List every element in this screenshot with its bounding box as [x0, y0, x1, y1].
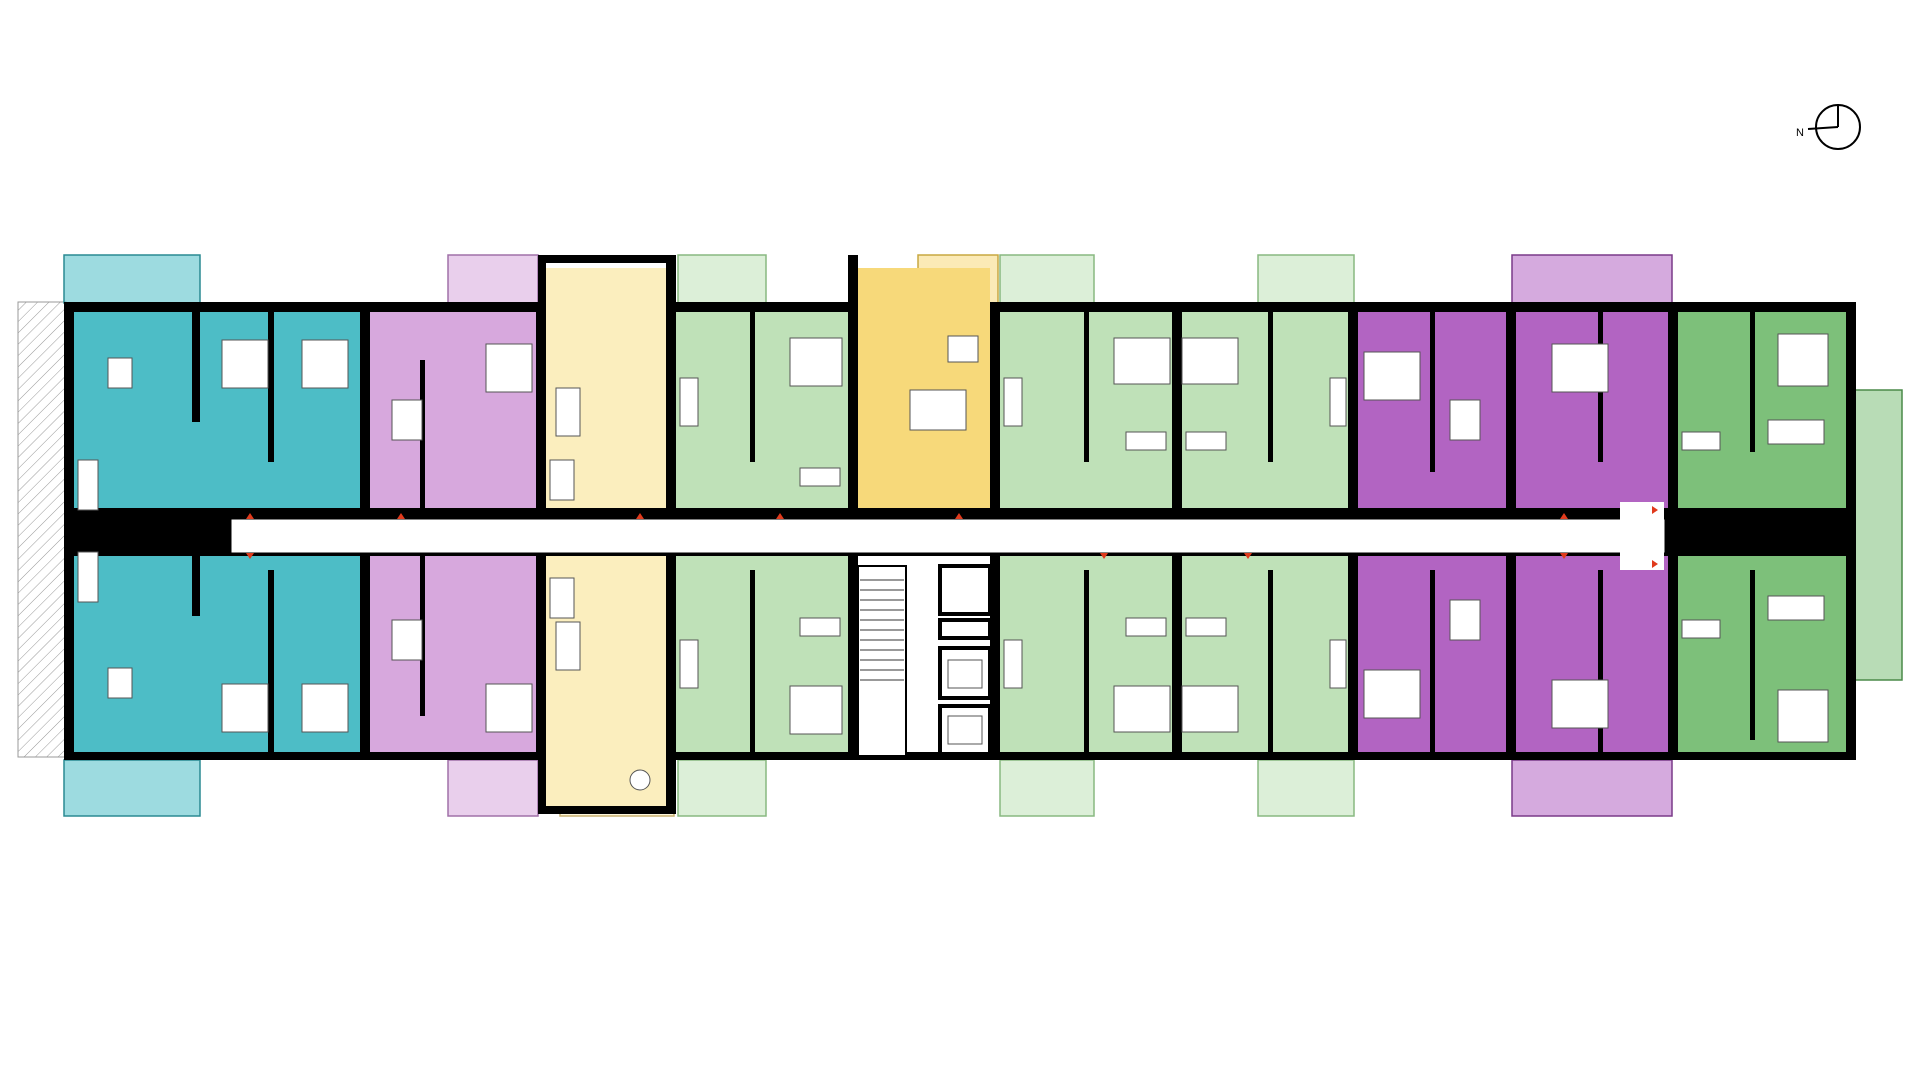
sofa: [1767, 595, 1825, 621]
sofa: [1767, 419, 1825, 445]
bed: [1363, 669, 1421, 719]
arrow-icon: [1560, 553, 1568, 559]
terrace: [63, 254, 201, 304]
arrow-icon: [1652, 560, 1658, 568]
bathtub: [799, 617, 841, 637]
sofa: [77, 459, 99, 511]
dining-table: [947, 335, 979, 363]
sofa: [77, 551, 99, 603]
sofa: [1329, 377, 1347, 427]
arrow-icon: [955, 513, 963, 519]
protruding-walls: [538, 255, 858, 814]
arrow-icon: [1652, 506, 1658, 514]
arrow-icon: [1560, 513, 1568, 519]
bed: [909, 389, 967, 431]
bed: [1777, 333, 1829, 387]
bathtub: [549, 459, 575, 501]
furniture-top: [77, 333, 1829, 511]
corridor-end: [1620, 502, 1664, 570]
stairs: [391, 399, 423, 441]
terrace: [1511, 759, 1673, 817]
bed: [1181, 337, 1239, 385]
terrace: [677, 759, 767, 817]
arrow-icon: [1244, 553, 1252, 559]
sofa: [555, 387, 581, 437]
stairs: [1449, 399, 1481, 441]
terrace: [677, 254, 767, 304]
arrow-icon: [776, 513, 784, 519]
corridor: [228, 516, 1668, 556]
sofa: [679, 639, 699, 689]
bathtub: [1185, 431, 1227, 451]
corridor-arrows: [246, 506, 1658, 568]
bed: [789, 337, 843, 387]
bed: [1113, 337, 1171, 385]
terraces-bottom: [63, 759, 1673, 817]
arrow-icon: [246, 553, 254, 559]
unit-purple: [1516, 312, 1668, 508]
arrow-icon: [1100, 553, 1108, 559]
terrace: [1511, 254, 1673, 304]
sofa: [555, 621, 581, 671]
bed: [1777, 689, 1829, 743]
sofa: [679, 377, 699, 427]
bathtub: [1125, 431, 1167, 451]
terrace: [447, 254, 539, 304]
terrace: [999, 254, 1095, 304]
stair-core-details: [857, 564, 992, 757]
terrace: [447, 759, 539, 817]
toilet: [629, 769, 651, 791]
sofa: [1003, 377, 1023, 427]
terrace: [63, 759, 201, 817]
dining-table: [107, 357, 133, 389]
bed: [221, 339, 269, 389]
furniture-bottom: [77, 551, 1829, 791]
north-arrow-icon: N: [1796, 104, 1861, 150]
arrow-icon: [636, 513, 644, 519]
bathtub: [1681, 619, 1721, 639]
bed: [1113, 685, 1171, 733]
sofa: [1329, 639, 1347, 689]
bed: [301, 339, 349, 389]
terrace: [1257, 254, 1355, 304]
stairs: [391, 619, 423, 661]
bathtub: [1681, 431, 1721, 451]
unit-yellow: [858, 268, 990, 508]
bathtub: [1125, 617, 1167, 637]
bed: [1551, 343, 1609, 393]
sofa: [1003, 639, 1023, 689]
bed: [485, 343, 533, 393]
bed: [221, 683, 269, 733]
bed: [301, 683, 349, 733]
bed: [1363, 351, 1421, 401]
arrow-icon: [246, 513, 254, 519]
terrace: [999, 759, 1095, 817]
dining-table: [107, 667, 133, 699]
bed: [485, 683, 533, 733]
bed: [1551, 679, 1609, 729]
bed: [789, 685, 843, 735]
bed: [1181, 685, 1239, 733]
bathtub: [799, 467, 841, 487]
stairs: [1449, 599, 1481, 641]
bathtub: [1185, 617, 1227, 637]
north-label: N: [1796, 127, 1804, 139]
bathtub: [549, 577, 575, 619]
terrace: [1257, 759, 1355, 817]
hatched-ground-strip: [17, 301, 67, 758]
arrow-icon: [397, 513, 405, 519]
